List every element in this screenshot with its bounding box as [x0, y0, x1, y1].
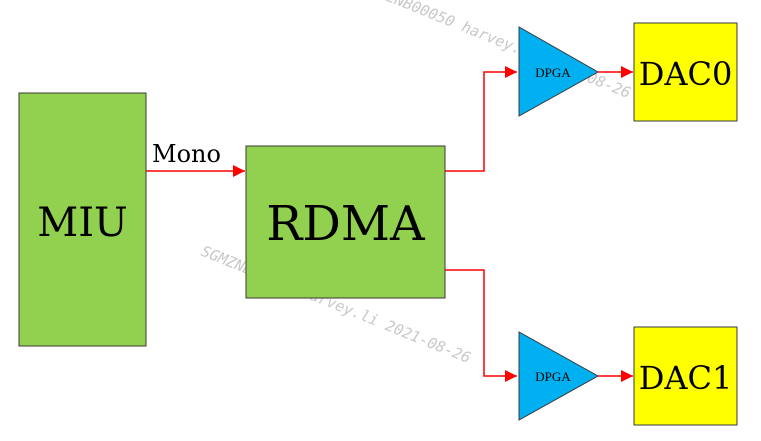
dac0-block: DAC0: [633, 22, 738, 122]
miu-box: [18, 92, 147, 347]
dac0-label: DAC0: [639, 55, 733, 93]
rdma-block: RDMA: [245, 145, 446, 299]
arrow-rdma-to-dpga-top: [445, 66, 517, 172]
dac1-block: DAC1: [633, 326, 738, 426]
dpga-top-label: DPGA: [535, 65, 571, 80]
dpga-bottom-amplifier: DPGA: [518, 331, 600, 421]
miu-label: MIU: [37, 200, 127, 246]
rdma-label: RDMA: [266, 196, 426, 252]
dac1-box: [633, 326, 738, 426]
dpga-bottom-triangle: [518, 331, 600, 421]
dpga-top-amplifier: DPGA: [518, 26, 600, 117]
dac1-label: DAC1: [639, 359, 733, 397]
dac0-box: [633, 22, 738, 122]
connectors: [146, 66, 633, 382]
dpga-top-triangle: [518, 26, 600, 117]
rdma-box: [245, 145, 446, 299]
arrow-rdma-to-dpga-bottom: [445, 269, 517, 382]
miu-block: MIU: [18, 92, 147, 347]
mono-label: Mono: [152, 140, 221, 168]
dpga-bottom-label: DPGA: [535, 369, 571, 384]
